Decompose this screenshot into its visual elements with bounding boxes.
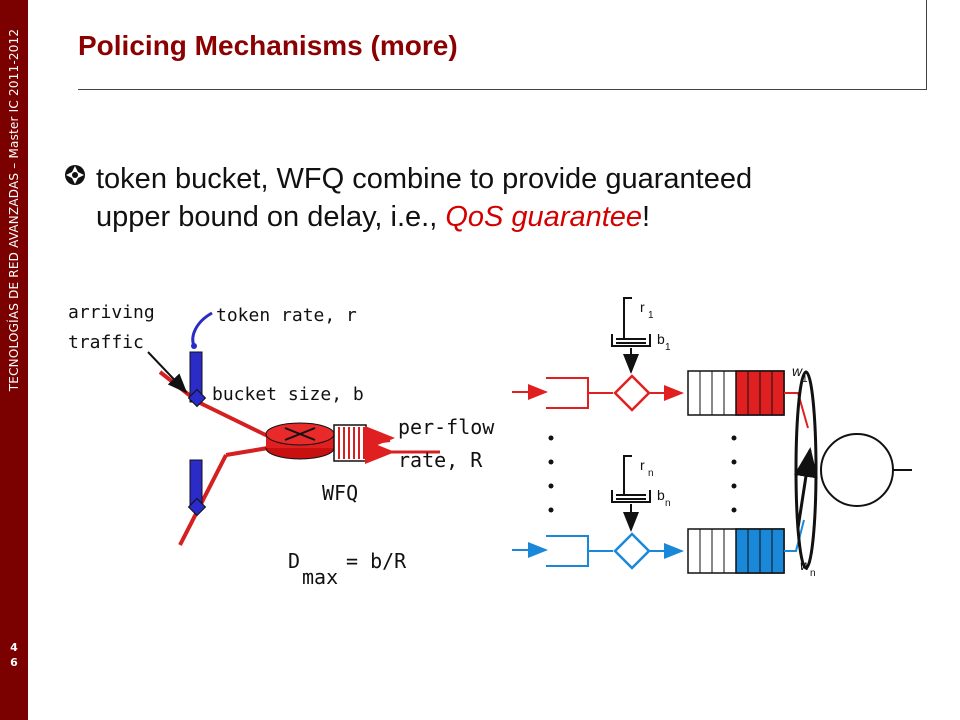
flow-n-token-bucket bbox=[611, 455, 651, 532]
right-wfq-diagram: r 1 b 1 r n b n w 1 w n bbox=[512, 297, 912, 579]
ellipsis-dots-right bbox=[731, 435, 737, 513]
flow-1 bbox=[512, 374, 684, 412]
b1-subscript: 1 bbox=[665, 342, 671, 353]
bn-label: b bbox=[657, 487, 665, 503]
bullet-line2-suffix: ! bbox=[642, 201, 651, 233]
title-underline bbox=[78, 89, 926, 90]
r1-subscript: 1 bbox=[648, 310, 654, 321]
scheduler bbox=[794, 370, 912, 570]
dmax-d: D bbox=[288, 549, 300, 573]
r1-label: r bbox=[640, 299, 645, 315]
rn-label: r bbox=[640, 457, 645, 473]
b1-label: b bbox=[657, 331, 665, 347]
rn-subscript: n bbox=[648, 468, 654, 479]
token-rate-label: token rate, r bbox=[216, 305, 357, 326]
w1-subscript: 1 bbox=[802, 374, 808, 385]
router-icon bbox=[265, 422, 335, 460]
slide-number-line1: 4 bbox=[10, 641, 18, 654]
arriving-traffic-label-line1: arriving bbox=[68, 302, 155, 323]
flow-1-queue bbox=[687, 370, 809, 429]
flow-1-policer bbox=[613, 374, 651, 412]
arriving-traffic-arrow bbox=[147, 351, 188, 394]
per-flow-label-line2: rate, R bbox=[398, 448, 483, 472]
flow-n-policer bbox=[613, 532, 651, 570]
wn-subscript: n bbox=[810, 568, 816, 579]
bullet-text: token bucket, WFQ combine to provide gua… bbox=[96, 160, 916, 236]
policer-diamond-bottom bbox=[187, 497, 207, 517]
policer-diamond-top bbox=[187, 388, 207, 408]
title-divider bbox=[926, 0, 927, 90]
bn-subscript: n bbox=[665, 498, 671, 509]
per-flow-label-line1: per-flow bbox=[398, 415, 495, 439]
slide-number-line2: 6 bbox=[10, 656, 18, 669]
bullet-line1: token bucket, WFQ combine to provide gua… bbox=[96, 163, 753, 195]
slide-number: 4 6 bbox=[0, 640, 28, 670]
dmax-subscript: max bbox=[302, 565, 338, 589]
slide-title: Policing Mechanisms (more) bbox=[78, 30, 458, 61]
flow-n-queue bbox=[687, 519, 805, 574]
bullet-diamond-icon bbox=[65, 165, 85, 185]
wfq-queue bbox=[333, 424, 367, 462]
flow-n bbox=[512, 532, 684, 570]
token-dot bbox=[191, 343, 197, 349]
dmax-formula: = b/R bbox=[346, 549, 407, 573]
arriving-traffic-label-line2: traffic bbox=[68, 332, 144, 353]
sidebar: TECNOLOGÍAS DE RED AVANZADAS – Master IC… bbox=[0, 0, 28, 720]
left-token-bucket-diagram: arriving traffic token rate, r bucket si… bbox=[68, 302, 495, 589]
token-arrival-arrow bbox=[191, 311, 213, 347]
ellipsis-dots-left bbox=[548, 435, 554, 513]
w1-label: w bbox=[792, 363, 803, 379]
bullet-line2: upper bound on delay, i.e., QoS guarante… bbox=[96, 198, 916, 236]
bucket-size-label: bucket size, b bbox=[212, 384, 364, 405]
flow-1-token-bucket bbox=[611, 297, 651, 374]
wn-label: w bbox=[800, 557, 811, 573]
bullet-line2-prefix: upper bound on delay, i.e., bbox=[96, 201, 446, 233]
output-link-node bbox=[820, 433, 894, 507]
qos-guarantee-emphasis: QoS guarantee bbox=[445, 201, 643, 233]
wfq-label: WFQ bbox=[322, 481, 358, 505]
